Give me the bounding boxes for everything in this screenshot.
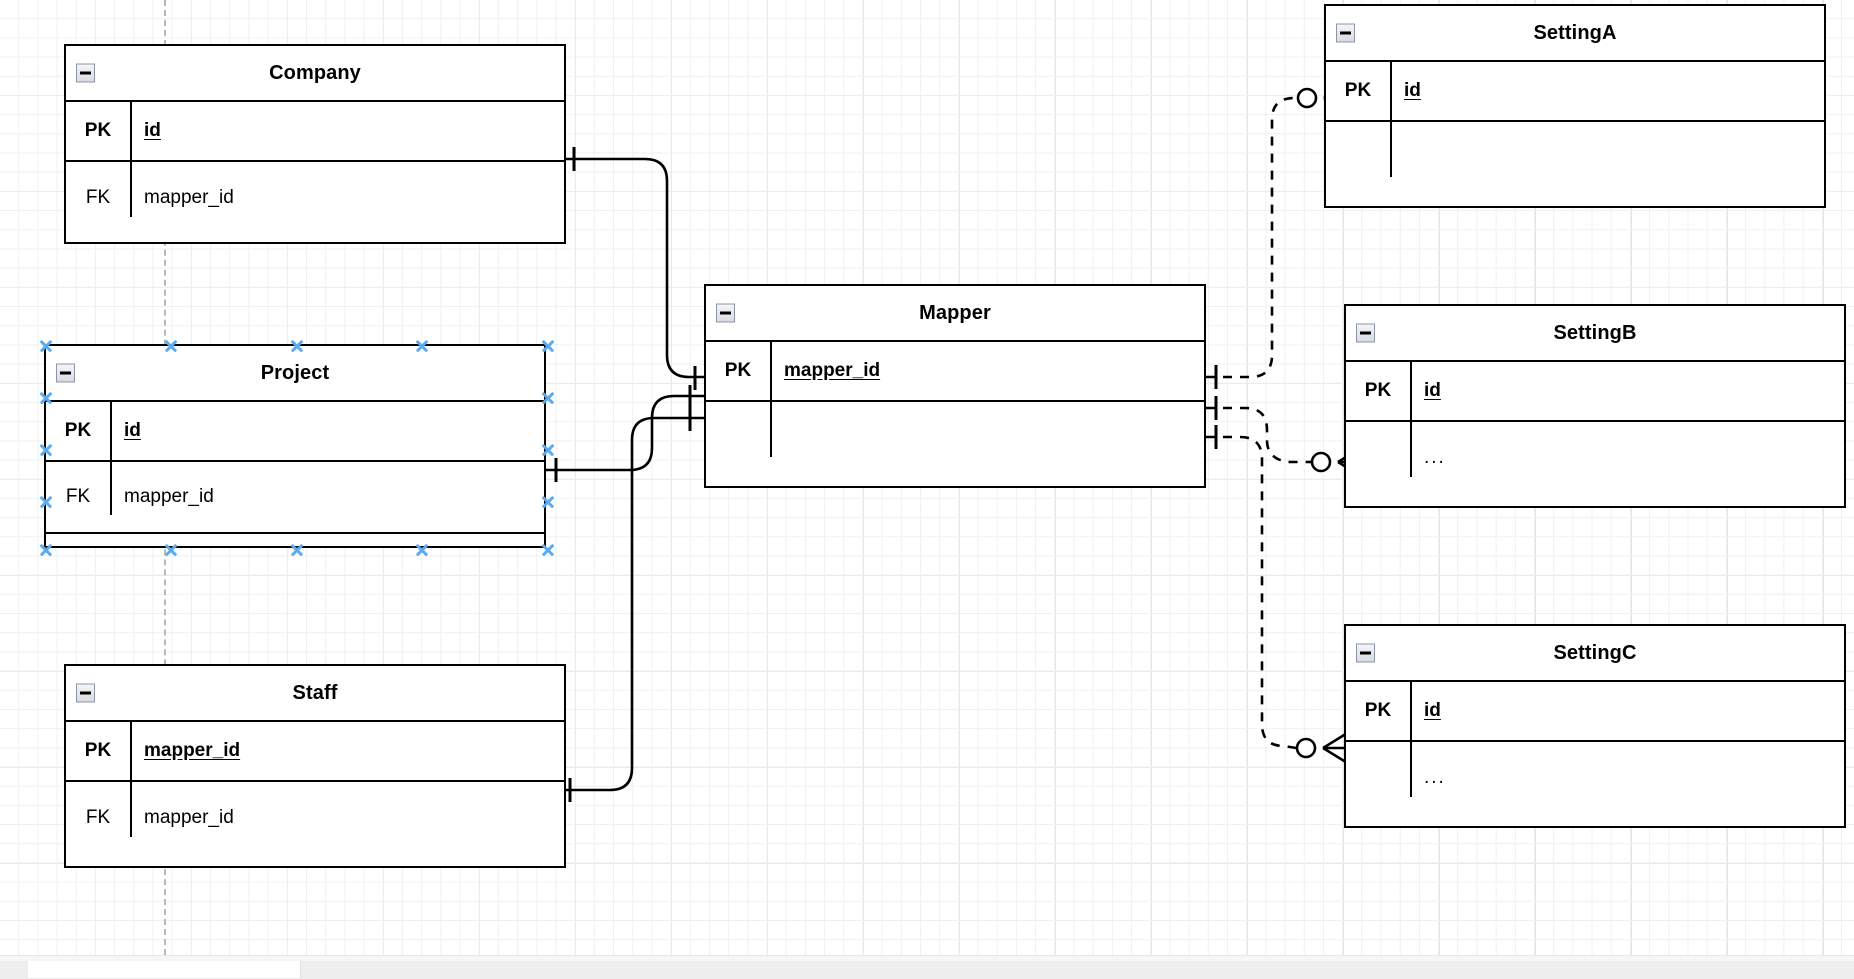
- relationship-mapper-settingc: [1206, 437, 1296, 748]
- column-divider: [770, 402, 772, 457]
- resize-handle-n3-icon[interactable]: [415, 339, 429, 353]
- entity-title: Mapper: [919, 302, 991, 325]
- entity-row[interactable]: PK id: [66, 102, 564, 162]
- resize-handle-nw-icon[interactable]: [39, 339, 53, 353]
- row-field: id: [130, 120, 161, 142]
- relationship-mapper-settinga: [1206, 98, 1301, 377]
- row-field: mapper_id: [130, 187, 234, 209]
- row-field: ...: [1410, 767, 1446, 789]
- row-key: FK: [66, 187, 130, 209]
- entity-staff[interactable]: Staff PK mapper_id FK mapper_id: [64, 664, 566, 868]
- horizontal-scroll-thumb[interactable]: [28, 961, 301, 978]
- entity-title: Staff: [293, 682, 338, 705]
- entity-company[interactable]: Company PK id FK mapper_id: [64, 44, 566, 244]
- row-field: mapper_id: [130, 807, 234, 829]
- entity-row[interactable]: PK id: [1326, 62, 1824, 122]
- entity-title: Company: [269, 62, 361, 85]
- relationship-staff-mapper: [566, 407, 704, 802]
- entity-row[interactable]: PK mapper_id: [66, 722, 564, 782]
- entity-row[interactable]: ...: [1346, 742, 1844, 814]
- resize-handle-sw-icon[interactable]: [39, 543, 53, 557]
- resize-handle-w-icon[interactable]: [39, 391, 53, 405]
- row-key: PK: [66, 120, 130, 142]
- row-field: id: [110, 420, 141, 442]
- resize-handle-s3-icon[interactable]: [415, 543, 429, 557]
- entity-header: Project: [46, 346, 544, 402]
- row-field: mapper_id: [110, 486, 214, 508]
- row-key: PK: [46, 420, 110, 442]
- row-field: id: [1390, 80, 1421, 102]
- entity-row[interactable]: PK id: [1346, 362, 1844, 422]
- column-divider: [1390, 122, 1392, 177]
- collapse-icon[interactable]: [56, 364, 75, 383]
- relationship-mapper-settingc-ends: [1216, 425, 1349, 764]
- row-key: PK: [706, 360, 770, 382]
- resize-handle-s-icon[interactable]: [164, 543, 178, 557]
- row-key: FK: [66, 807, 130, 829]
- collapse-icon[interactable]: [1356, 644, 1375, 663]
- entity-row[interactable]: FK mapper_id: [66, 782, 564, 854]
- relationship-mapper-settingb: [1206, 408, 1313, 462]
- resize-handle-e3-icon[interactable]: [541, 495, 555, 509]
- resize-handle-e2-icon[interactable]: [541, 443, 555, 457]
- row-field: id: [1410, 380, 1441, 402]
- diagram-canvas[interactable]: Company PK id FK mapper_id Project PK id…: [0, 0, 1854, 955]
- collapse-icon[interactable]: [716, 304, 735, 323]
- relationship-company-mapper: [566, 147, 704, 390]
- entity-settingc[interactable]: SettingC PK id ...: [1344, 624, 1846, 828]
- row-field: mapper_id: [770, 360, 880, 382]
- entity-row[interactable]: PK id: [1346, 682, 1844, 742]
- collapse-icon[interactable]: [76, 64, 95, 83]
- row-key: PK: [66, 740, 130, 762]
- entity-mapper[interactable]: Mapper PK mapper_id: [704, 284, 1206, 488]
- entity-row[interactable]: ...: [1346, 422, 1844, 494]
- resize-handle-s2-icon[interactable]: [290, 543, 304, 557]
- resize-handle-e-icon[interactable]: [541, 391, 555, 405]
- row-field: mapper_id: [130, 740, 240, 762]
- entity-row-empty[interactable]: [1326, 122, 1824, 194]
- horizontal-scrollbar[interactable]: [0, 955, 1854, 978]
- entity-header: Mapper: [706, 286, 1204, 342]
- collapse-icon[interactable]: [1336, 24, 1355, 43]
- row-field: ...: [1410, 447, 1446, 469]
- row-field: id: [1410, 700, 1441, 722]
- entity-row[interactable]: PK id: [46, 402, 544, 462]
- row-key: PK: [1326, 80, 1390, 102]
- entity-header: Staff: [66, 666, 564, 722]
- entity-row[interactable]: FK mapper_id: [66, 162, 564, 234]
- collapse-icon[interactable]: [76, 684, 95, 703]
- entity-header: Company: [66, 46, 564, 102]
- entity-row-empty[interactable]: [706, 402, 1204, 474]
- row-key: PK: [1346, 380, 1410, 402]
- relationship-project-mapper: [546, 385, 704, 482]
- resize-handle-w3-icon[interactable]: [39, 495, 53, 509]
- resize-handle-n2-icon[interactable]: [290, 339, 304, 353]
- row-key: PK: [1346, 700, 1410, 722]
- resize-handle-ne-icon[interactable]: [541, 339, 555, 353]
- relationship-mapper-settingb-ends: [1216, 396, 1364, 478]
- entity-title: SettingA: [1533, 22, 1616, 45]
- entity-settinga[interactable]: SettingA PK id: [1324, 4, 1826, 208]
- collapse-icon[interactable]: [1356, 324, 1375, 343]
- entity-title: SettingC: [1553, 642, 1636, 665]
- entity-row[interactable]: FK mapper_id: [46, 462, 544, 534]
- entity-title: Project: [261, 362, 330, 385]
- entity-header: SettingC: [1346, 626, 1844, 682]
- resize-handle-w2-icon[interactable]: [39, 443, 53, 457]
- entity-project[interactable]: Project PK id FK mapper_id: [44, 344, 546, 548]
- entity-row[interactable]: PK mapper_id: [706, 342, 1204, 402]
- entity-header: SettingA: [1326, 6, 1824, 62]
- resize-handle-n-icon[interactable]: [164, 339, 178, 353]
- entity-title: SettingB: [1553, 322, 1636, 345]
- entity-settingb[interactable]: SettingB PK id ...: [1344, 304, 1846, 508]
- entity-header: SettingB: [1346, 306, 1844, 362]
- row-key: FK: [46, 486, 110, 508]
- resize-handle-se-icon[interactable]: [541, 543, 555, 557]
